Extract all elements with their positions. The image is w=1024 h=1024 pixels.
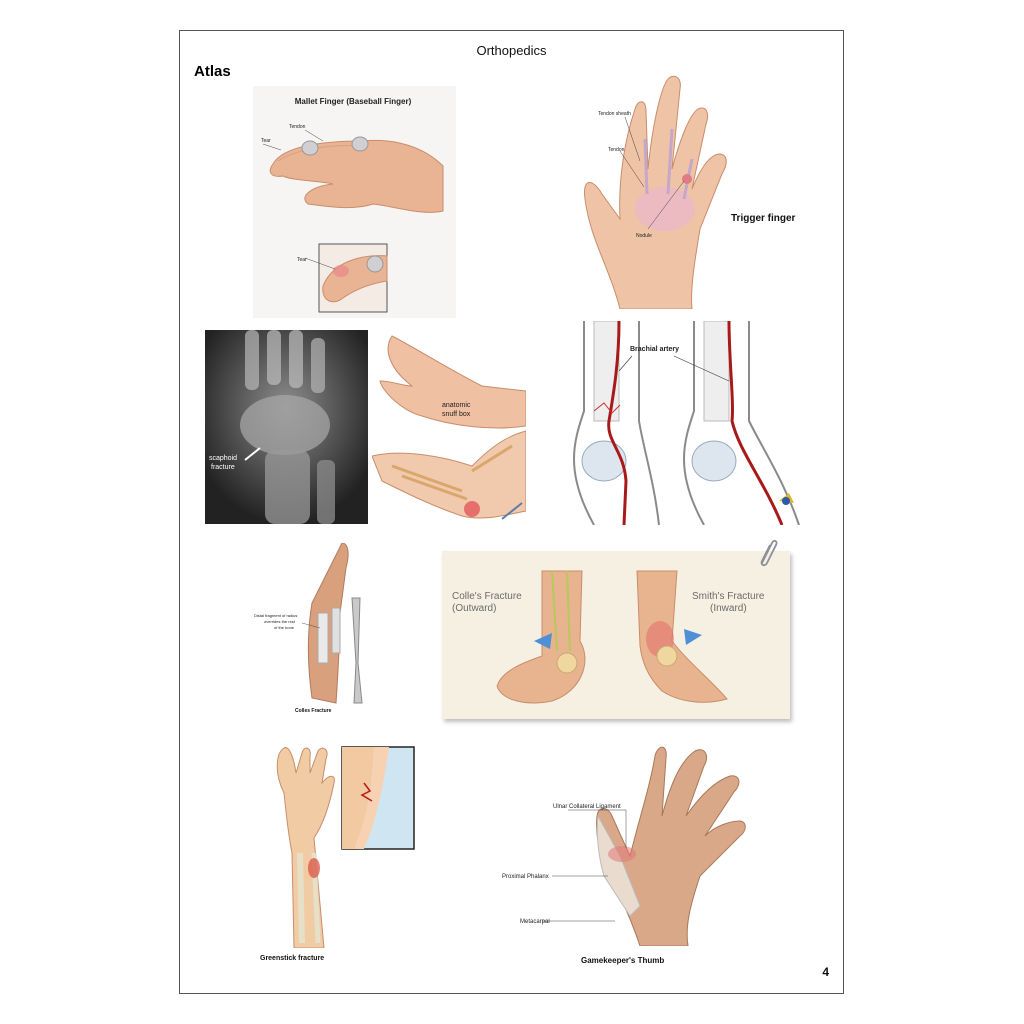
- greenstick-caption: Greenstick fracture: [260, 955, 325, 962]
- colles-note-1: Distal fragment of radius: [254, 613, 297, 618]
- smith-label-1: Smith's Fracture: [692, 591, 765, 602]
- smith-label-2: (Inward): [710, 603, 747, 614]
- trigger-nodule-label: Nodule: [636, 233, 652, 239]
- gamekeeper-phalanx-label: Proximal Phalanx: [502, 874, 549, 880]
- document-page: Orthopedics Atlas Mallet Finger (Basebal…: [179, 30, 844, 994]
- mallet-title: Mallet Finger (Baseball Finger): [295, 97, 412, 106]
- brachial-artery-label: Brachial artery: [630, 346, 679, 353]
- scaphoid-xray: scaphoid fracture: [205, 330, 368, 524]
- trigger-finger-caption: Trigger finger: [731, 213, 796, 224]
- scaphoid-label-2: fracture: [211, 464, 235, 471]
- greenstick-fracture-illustration: [264, 743, 416, 948]
- mallet-tendon-label: Tendon: [289, 124, 306, 130]
- gamekeeper-metacarpal-label: Metacarpal: [520, 919, 550, 925]
- gamekeepers-thumb-caption: Gamekeeper's Thumb: [581, 956, 665, 965]
- page-number: 4: [822, 965, 829, 979]
- mallet-finger-illustration: Mallet Finger (Baseball Finger) Tendon T…: [253, 86, 456, 318]
- snuffbox-label-1: anatomic: [442, 402, 471, 409]
- mallet-tear-label: Tear: [261, 138, 271, 144]
- colles-smith-fracture-card: Colle's Fracture (Outward) Smith's Fract…: [442, 551, 790, 719]
- brachial-artery-illustration: Brachial artery: [564, 321, 818, 525]
- paperclip-icon: [756, 537, 778, 567]
- trigger-tendon-label: Tendon: [608, 147, 625, 153]
- gamekeeper-ligament-label: Ulnar Collateral Ligament: [553, 804, 621, 810]
- gamekeepers-thumb-illustration: Ulnar Collateral Ligament Proximal Phala…: [500, 736, 770, 946]
- anatomic-snuff-box-illustration: anatomic snuff box: [372, 331, 526, 525]
- snuffbox-label-2: snuff box: [442, 411, 471, 418]
- colles-note-2: overrides the rest: [264, 619, 296, 624]
- colles-note-3: of the bone: [274, 625, 295, 630]
- trigger-finger-illustration: Tendon sheath Tendon Nodule: [580, 69, 740, 309]
- colles-fracture-illustration: Distal fragment of radius overrides the …: [252, 543, 382, 713]
- colles-label-2: (Outward): [452, 603, 496, 614]
- colles-fracture-caption: Colles Fracture: [295, 708, 332, 714]
- page-header: Orthopedics: [476, 43, 547, 58]
- section-title: Atlas: [194, 63, 231, 80]
- scaphoid-label-1: scaphoid: [209, 455, 237, 462]
- mallet-inset-tear-label: Tear: [297, 257, 307, 263]
- colles-label-1: Colle's Fracture: [452, 591, 522, 602]
- trigger-sheath-label: Tendon sheath: [598, 111, 631, 117]
